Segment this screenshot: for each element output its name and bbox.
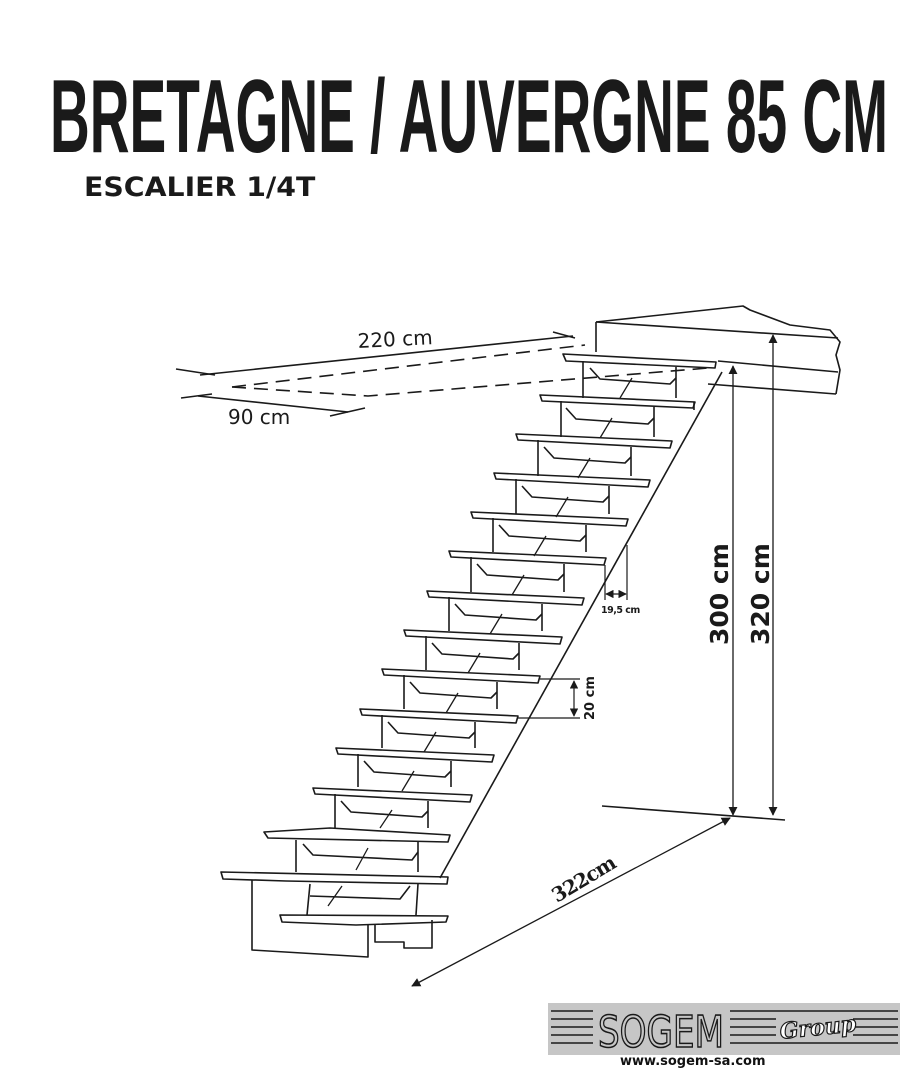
- ground-line: [601, 805, 786, 821]
- center-stringer: [327, 377, 633, 907]
- label-322: 322cm: [547, 850, 620, 907]
- tread-11: [335, 747, 495, 787]
- dimension-220: [175, 331, 576, 376]
- sogem-logo: SOGEM Group: [548, 1003, 900, 1059]
- straight-flight: [312, 353, 717, 828]
- tread-6: [448, 550, 607, 592]
- outer-stringer: [439, 371, 723, 879]
- label-90: 90 cm: [228, 405, 290, 429]
- tread-8: [403, 629, 563, 670]
- tread-1: [562, 353, 717, 398]
- dimension-90: [180, 393, 366, 417]
- dimension-20: [518, 678, 580, 719]
- page-title: BRETAGNE / AUVERGNE 85 CM: [50, 59, 890, 175]
- label-20: 20 cm: [583, 676, 598, 720]
- logo-tagline: Group: [779, 1011, 858, 1045]
- label-320: 320 cm: [746, 543, 775, 645]
- tread-9: [381, 668, 541, 709]
- tread-5: [470, 511, 629, 552]
- tread-3: [515, 433, 673, 476]
- tread-12: [312, 787, 473, 828]
- tread-7: [426, 590, 585, 631]
- winder-steps: [220, 827, 451, 958]
- tread-10: [359, 708, 519, 748]
- dimension-322-line: [411, 817, 731, 987]
- label-300: 300 cm: [705, 543, 734, 645]
- tread-4: [493, 472, 651, 514]
- logo-url: www.sogem-sa.com: [620, 1054, 766, 1069]
- title-text: BRETAGNE / AUVERGNE 85 CM: [50, 72, 888, 162]
- logo-brand: SOGEM: [598, 1007, 724, 1055]
- page-subtitle: ESCALIER 1/4T: [84, 172, 316, 203]
- label-19-5: 19,5 cm: [601, 605, 640, 616]
- dimension-19-5: [604, 545, 628, 600]
- opening-outline: [231, 344, 709, 397]
- label-220: 220 cm: [357, 325, 433, 353]
- tread-2: [539, 394, 696, 437]
